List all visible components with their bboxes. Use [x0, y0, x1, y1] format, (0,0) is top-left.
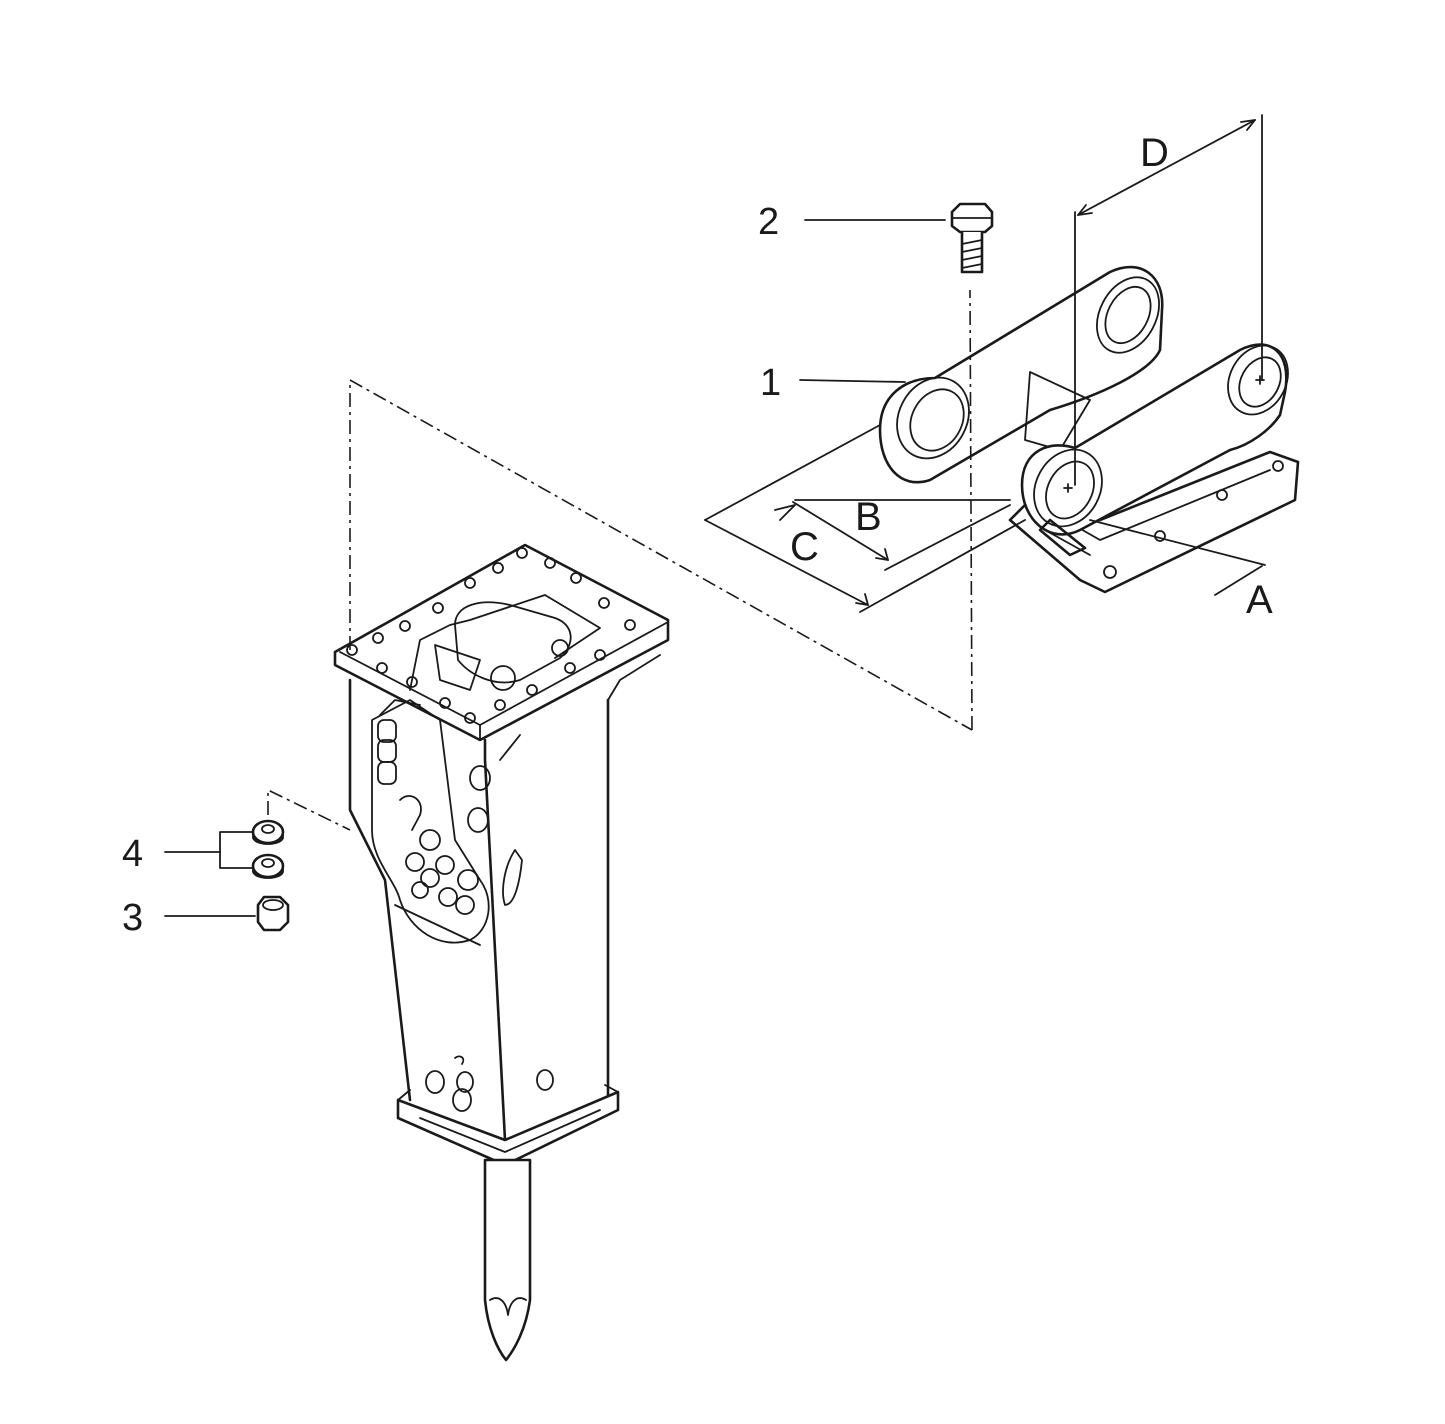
- callout-4: 4: [122, 833, 143, 875]
- hydraulic-breaker: [333, 543, 670, 1362]
- assembly-lines: [267, 289, 973, 831]
- callout-2: 2: [758, 201, 779, 243]
- dimension-a-label: A: [1246, 578, 1273, 622]
- dimension-d-label: D: [1140, 131, 1169, 175]
- dimension-c-label: C: [790, 525, 819, 569]
- callout-3: 3: [122, 897, 143, 939]
- dimension-lines: [704, 114, 1266, 613]
- mounting-bracket: [878, 265, 1300, 594]
- leader-lines: [164, 219, 946, 917]
- nut: [256, 895, 290, 932]
- dimension-b-label: B: [855, 495, 882, 539]
- callout-1: 1: [760, 362, 781, 404]
- washers: [251, 819, 285, 879]
- bolt: [950, 202, 994, 274]
